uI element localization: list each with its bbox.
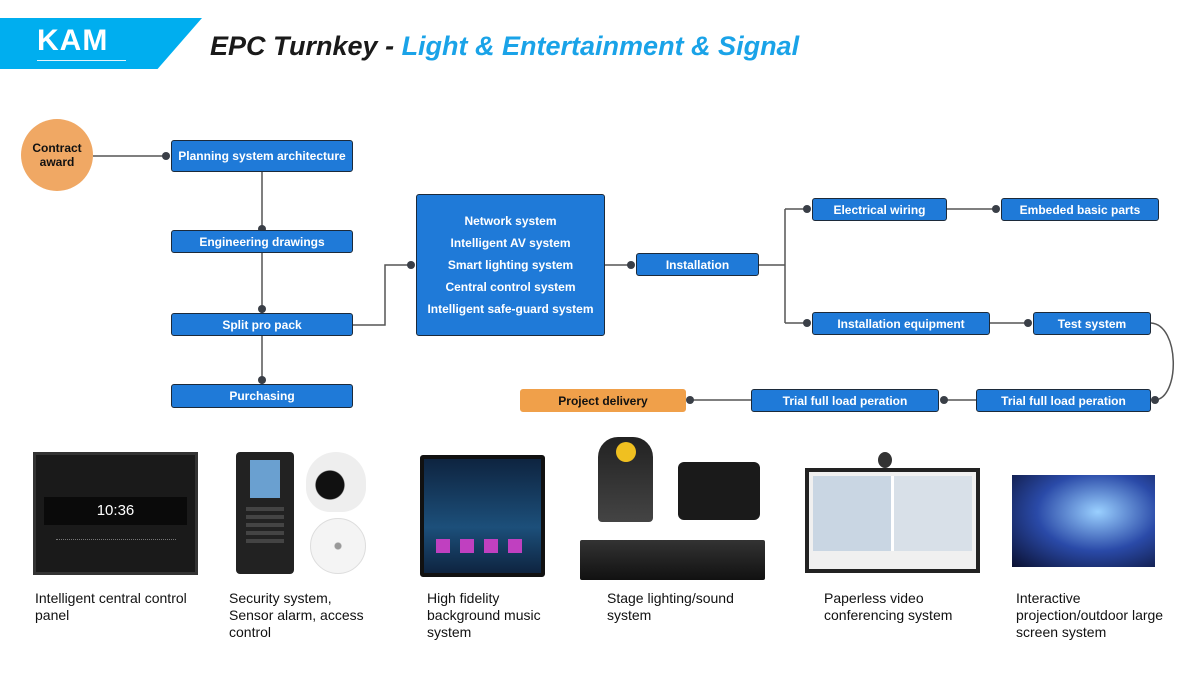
security-camera-image bbox=[306, 452, 366, 512]
embedded-parts-node: Embeded basic parts bbox=[1001, 198, 1159, 221]
purchasing-node: Purchasing bbox=[171, 384, 353, 408]
sensor-image bbox=[310, 518, 366, 574]
electrical-wiring-node: Electrical wiring bbox=[812, 198, 947, 221]
product-caption: Stage lighting/sound system bbox=[607, 590, 734, 623]
access-control-image bbox=[236, 452, 294, 574]
system-item: Smart lighting system bbox=[447, 258, 574, 272]
split-pack-node: Split pro pack bbox=[171, 313, 353, 336]
system-item: Intelligent AV system bbox=[450, 236, 571, 250]
title-highlight: Light & Entertainment & Signal bbox=[401, 31, 800, 61]
product-caption: Intelligent central control panel bbox=[35, 590, 187, 623]
installation-equipment-node: Installation equipment bbox=[812, 312, 990, 335]
speaker-image bbox=[678, 462, 760, 520]
installation-node: Installation bbox=[636, 253, 759, 276]
project-delivery-node: Project delivery bbox=[520, 389, 686, 412]
music-panel-image bbox=[420, 455, 545, 577]
systems-node: Network system Intelligent AV system Sma… bbox=[416, 194, 605, 336]
conference-camera-image bbox=[878, 452, 892, 468]
title-main: EPC Turnkey - bbox=[210, 31, 402, 61]
panel-time: 10:36 bbox=[44, 497, 187, 525]
system-item: Network system bbox=[464, 214, 557, 228]
product-caption: Interactive projection/outdoor large scr… bbox=[1016, 590, 1164, 640]
control-panel-image: 10:36 bbox=[33, 452, 198, 575]
planning-node: Planning system architecture bbox=[171, 140, 353, 172]
contract-award-node: Contract award bbox=[21, 119, 93, 191]
video-conference-image bbox=[805, 468, 980, 573]
trial-operation-node-1: Trial full load peration bbox=[976, 389, 1151, 412]
logo-underline bbox=[37, 60, 126, 61]
product-caption: Paperless video conferencing system bbox=[824, 590, 953, 623]
trial-operation-node-2: Trial full load peration bbox=[751, 389, 939, 412]
amplifier-image bbox=[580, 540, 765, 580]
page-title: EPC Turnkey - Light & Entertainment & Si… bbox=[210, 31, 799, 62]
moving-head-light-image bbox=[598, 437, 653, 522]
kam-logo: KAM bbox=[37, 24, 109, 57]
test-system-node: Test system bbox=[1033, 312, 1151, 335]
system-item: Central control system bbox=[445, 280, 576, 294]
system-item: Intelligent safe-guard system bbox=[427, 302, 594, 316]
product-caption: Security system, Sensor alarm, access co… bbox=[229, 590, 364, 640]
engineering-node: Engineering drawings bbox=[171, 230, 353, 253]
product-caption: High fidelity background music system bbox=[427, 590, 541, 640]
projection-image bbox=[1012, 475, 1155, 567]
